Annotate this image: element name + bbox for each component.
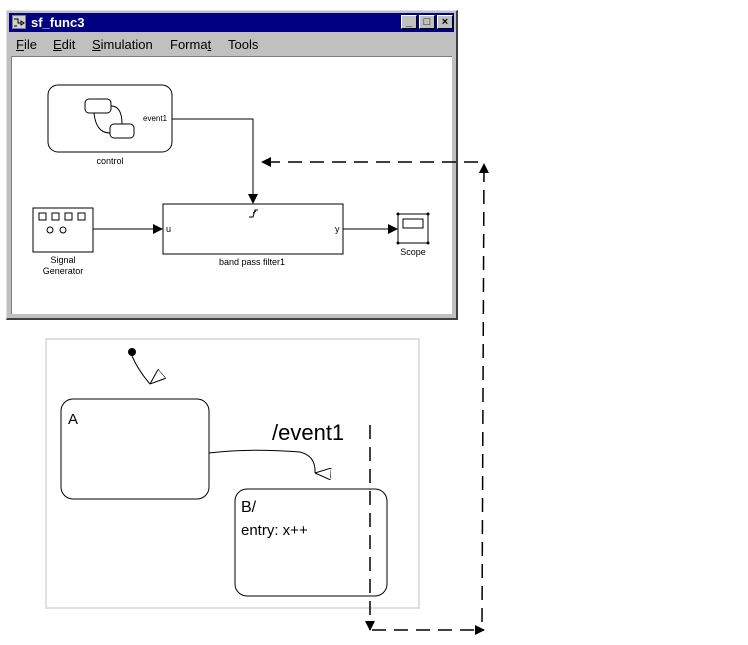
menu-edit[interactable]: Edit — [53, 37, 76, 52]
menu-simulation[interactable]: Simulation — [92, 37, 153, 52]
menu-file[interactable]: File — [16, 37, 37, 52]
maximize-button[interactable]: □ — [419, 15, 435, 29]
mini-state-icon — [84, 98, 112, 114]
menu-format[interactable]: Format — [170, 37, 212, 52]
state-b-name: B/ — [241, 499, 257, 516]
transition-a-to-b[interactable] — [208, 449, 315, 473]
filter-output-port: y — [335, 224, 340, 234]
state-a-name: A — [68, 411, 78, 428]
event-flow-up — [478, 163, 489, 623]
filter-input-port: u — [166, 224, 171, 234]
title-bar[interactable]: sf_func3 _ □ × — [9, 13, 454, 32]
minimize-button[interactable]: _ — [401, 15, 417, 29]
minimize-icon: _ — [405, 16, 413, 28]
window-title: sf_func3 — [31, 15, 85, 30]
signal-generator-block[interactable]: Signal Generator — [32, 207, 94, 276]
state-a[interactable]: A — [60, 398, 210, 500]
band-pass-filter-block[interactable]: u y band pass filter1 — [162, 203, 344, 267]
close-button[interactable]: × — [437, 15, 453, 29]
state-b[interactable]: B/ entry: x++ — [234, 488, 388, 597]
default-transition — [131, 355, 150, 384]
transition-label: /event1 — [272, 420, 344, 445]
scope-block[interactable]: Scope — [396, 212, 430, 258]
control-block[interactable]: event1 control — [47, 84, 173, 166]
menu-tools[interactable]: Tools — [228, 37, 259, 52]
rising-edge-trigger-icon — [249, 209, 258, 218]
signal-generator-label-2: Generator — [43, 266, 84, 276]
close-icon: × — [441, 16, 449, 28]
menu-bar: File Edit Simulation Format Tools — [9, 34, 454, 54]
default-transition-dot — [128, 348, 136, 356]
control-label: control — [96, 156, 123, 166]
filter-label: band pass filter1 — [219, 257, 285, 267]
signal-generator-label-1: Signal — [50, 255, 75, 265]
control-event-port: event1 — [143, 114, 168, 123]
mini-state-icon — [109, 123, 135, 139]
maximize-icon: □ — [423, 16, 431, 28]
simulink-model-icon — [12, 15, 26, 29]
scope-label: Scope — [400, 247, 426, 257]
state-b-action: entry: x++ — [241, 522, 308, 539]
